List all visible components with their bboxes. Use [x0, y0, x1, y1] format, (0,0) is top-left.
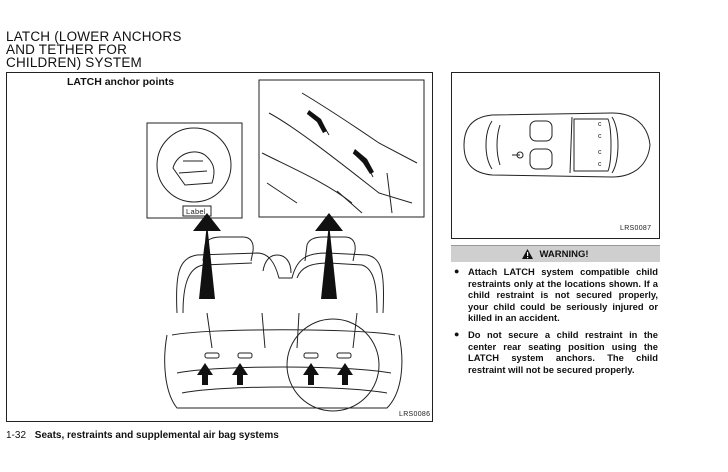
- warning-title: WARNING!: [539, 248, 589, 260]
- rear-seat-illustration: [146, 79, 425, 412]
- svg-text:c: c: [598, 161, 602, 168]
- bullet-icon: ●: [454, 328, 460, 339]
- figure-caption: LATCH anchor points: [67, 76, 175, 88]
- bullet-icon: ●: [454, 266, 460, 276]
- figure-code: LRS0087: [620, 225, 652, 232]
- warning-box: WARNING! ● Attach LATCH system compatibl…: [451, 245, 660, 407]
- warning-item: ● Attach LATCH system compatible child r…: [451, 266, 660, 324]
- page-number: 1-32: [6, 430, 27, 441]
- warning-list: ● Attach LATCH system compatible child r…: [451, 266, 660, 375]
- warning-text: Do not secure a child restraint in the c…: [468, 328, 658, 375]
- vehicle-top-view-illustration: c c c c: [463, 112, 651, 178]
- svg-text:c: c: [598, 133, 602, 140]
- chapter-title: Seats, restraints and supplemental air b…: [34, 430, 279, 441]
- warning-text: Attach LATCH system compatible child res…: [468, 266, 658, 324]
- latch-anchor-figure: LATCH anchor points Label LRS0086: [6, 72, 433, 422]
- warning-item: ● Do not secure a child restraint in the…: [451, 329, 660, 375]
- warning-header: WARNING!: [451, 245, 660, 262]
- figure-code: LRS0086: [399, 411, 431, 418]
- label-tag: Label: [186, 207, 206, 216]
- vehicle-top-view-figure: c c c c LRS0087: [451, 72, 660, 239]
- page-footer: 1-32 Seats, restraints and supplemental …: [6, 430, 279, 441]
- svg-text:c: c: [598, 149, 602, 156]
- svg-text:c: c: [598, 121, 602, 128]
- warning-triangle-icon: [522, 249, 534, 259]
- section-title: LATCH (LOWER ANCHORS AND TETHER FOR CHIL…: [6, 29, 182, 70]
